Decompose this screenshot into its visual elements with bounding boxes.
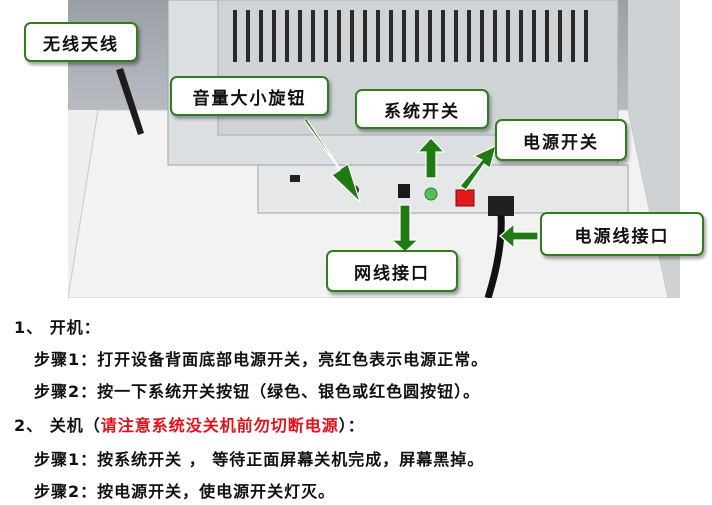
callout-arrows [303, 117, 539, 253]
callout-volume-knob: 音量大小旋钮 [170, 76, 329, 116]
power-off-step-1: 步骤1：按系统开关 ， 等待正面屏幕关机完成，屏幕黑掉。 [34, 446, 484, 470]
callout-antenna: 无线天线 [24, 22, 138, 62]
power-off-step-2: 步骤2：按电源开关，使电源开关灯灭。 [34, 478, 335, 502]
step-text: 打开设备背面底部电源开关，亮红色表示电源正常。 [97, 350, 489, 369]
step-text: 按电源开关，使电源开关灯灭。 [97, 482, 336, 501]
network-port [398, 184, 410, 198]
callout-power-switch-label: 电源开关 [523, 132, 599, 153]
power-switch-arrow [459, 144, 497, 191]
step-text: 按一下系统开关按钮（绿色、银色或红色圆按钮）。 [97, 382, 481, 401]
callout-system-switch-label: 系统开关 [384, 101, 460, 122]
system-button [424, 187, 438, 201]
power-cable [484, 214, 505, 298]
section-power-off-heading: 2、 关机（请注意系统没关机前勿切断电源）： [14, 412, 365, 436]
port-strip [257, 164, 629, 214]
network-port-arrow [390, 204, 420, 253]
callout-network-port: 网线接口 [326, 250, 458, 292]
step-label: 步骤2： [34, 382, 98, 401]
callout-system-switch: 系统开关 [355, 89, 489, 129]
vent-grille [233, 10, 588, 62]
step-text: 按系统开关 ， 等待正面屏幕关机完成，屏幕黑掉。 [97, 450, 485, 469]
callout-power-switch: 电源开关 [495, 119, 627, 161]
power-on-step-2: 步骤2：按一下系统开关按钮（绿色、银色或红色圆按钮）。 [34, 378, 480, 402]
callout-power-port-label: 电源线接口 [574, 226, 670, 247]
indicator-slot [290, 175, 300, 182]
callout-antenna-label: 无线天线 [43, 34, 119, 55]
power-switch-led [455, 189, 475, 207]
system-switch-arrow [416, 137, 446, 179]
volume-knob-arrow [303, 117, 361, 203]
callout-network-port-label: 网线接口 [354, 263, 430, 284]
section-1-title: 开机： [49, 318, 101, 337]
section-2-tail: ）： [338, 416, 365, 435]
power-port-arrow [499, 222, 539, 250]
antenna [116, 68, 144, 135]
step-label: 步骤1： [34, 350, 98, 369]
power-port [488, 196, 514, 216]
section-2-number: 2、 [14, 416, 44, 435]
step-label: 步骤2： [34, 482, 98, 501]
callout-volume-knob-label: 音量大小旋钮 [192, 88, 307, 109]
shutdown-warning: 请注意系统没关机前勿切断电源 [100, 416, 339, 435]
power-on-step-1: 步骤1：打开设备背面底部电源开关，亮红色表示电源正常。 [34, 346, 488, 370]
section-power-on-heading: 1、 开机： [14, 314, 101, 338]
section-1-number: 1、 [14, 318, 44, 337]
step-label: 步骤1： [34, 450, 98, 469]
section-2-title: 关机（ [49, 416, 101, 435]
callout-power-port: 电源线接口 [540, 212, 704, 256]
